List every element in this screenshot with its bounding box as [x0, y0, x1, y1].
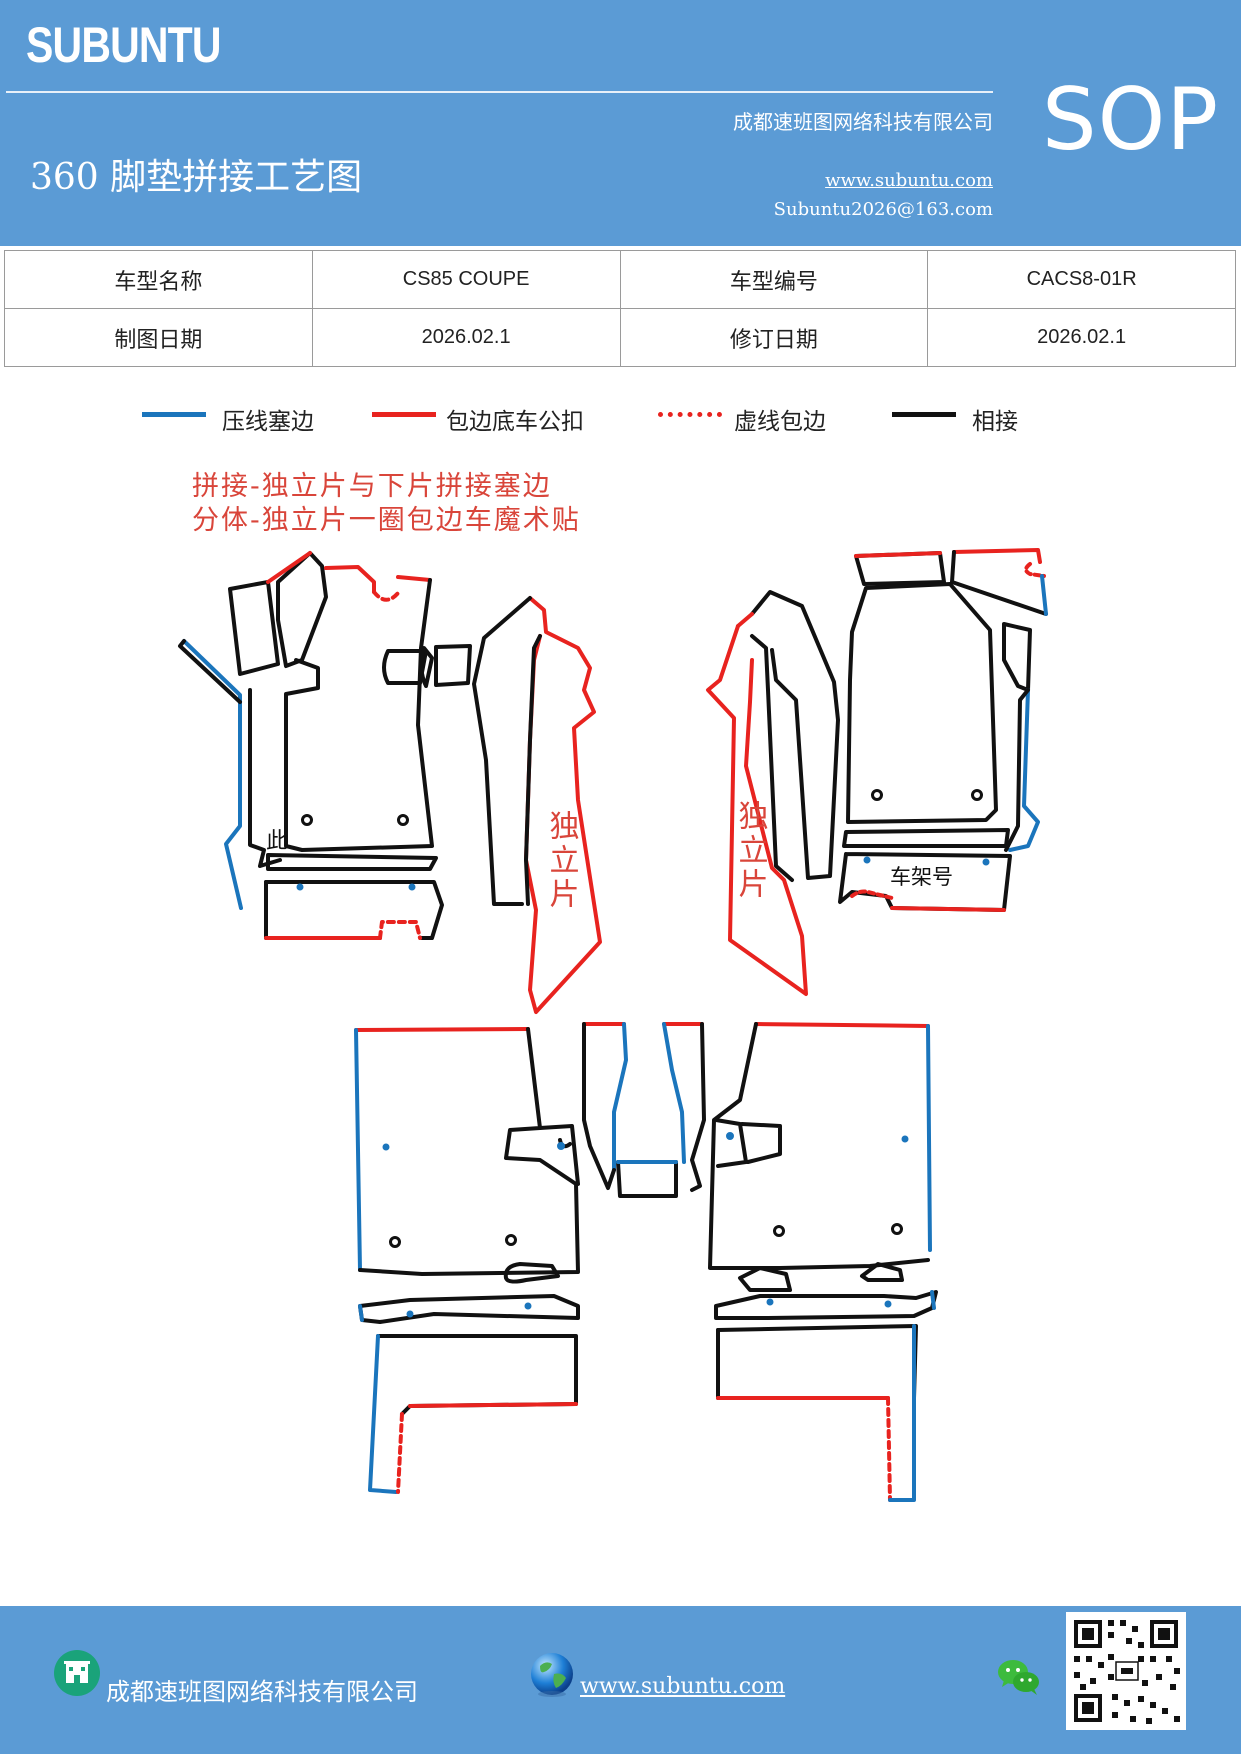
- standalone-label-left: 独立片: [544, 810, 579, 912]
- legend-label: 相接: [972, 409, 1018, 435]
- note-line-2: 分体-独立片一圈包边车魔术贴: [192, 505, 581, 536]
- footer-banner: 成都速班图网络科技有限公司 www.subuntu.com: [0, 1606, 1241, 1754]
- assembly-note: 拼接-独立片与下片拼接塞边 分体-独立片一圈包边车魔术贴: [192, 470, 581, 538]
- standalone-piece-right: [706, 590, 840, 996]
- vin-label: 车架号: [890, 865, 953, 889]
- legend-swatch-red: [372, 412, 436, 417]
- header-company: 成都速班图网络科技有限公司: [733, 110, 993, 134]
- note-line-1: 拼接-独立片与下片拼接塞边: [192, 471, 552, 502]
- document-title: 360 脚垫拼接工艺图: [30, 157, 363, 198]
- table-row: 车型名称 CS85 COUPE 车型编号 CACS8-01R: [4, 250, 1236, 309]
- model-info-table: 车型名称 CS85 COUPE 车型编号 CACS8-01R 制图日期 2026…: [4, 250, 1236, 367]
- table-row: 制图日期 2026.02.1 修订日期 2026.02.1: [4, 308, 1236, 367]
- legend-swatch-black: [892, 412, 956, 417]
- footer-company: 成都速班图网络科技有限公司: [106, 1678, 418, 1706]
- globe-icon: [531, 1653, 573, 1697]
- draw-date-value: 2026.02.1: [311, 308, 621, 367]
- draw-date-label: 制图日期: [4, 308, 313, 367]
- header-banner: SUBUNTU 成都速班图网络科技有限公司 360 脚垫拼接工艺图 www.su…: [0, 0, 1241, 246]
- rear-right-mat: [708, 1022, 938, 1502]
- standalone-label-right: 独立片: [733, 800, 768, 902]
- center-tunnel-piece: [582, 1022, 706, 1198]
- building-icon: [54, 1650, 100, 1696]
- rear-left-mat: [354, 1027, 580, 1494]
- footer-website-link[interactable]: www.subuntu.com: [580, 1674, 786, 1699]
- model-name-value: CS85 COUPE: [311, 250, 621, 309]
- model-code-value: CACS8-01R: [927, 250, 1236, 309]
- legend-swatch-blue: [142, 412, 206, 417]
- revise-date-label: 修订日期: [619, 308, 929, 367]
- legend-label: 包边底车公扣: [446, 409, 584, 435]
- floor-mat-diagram: 此 独立片 独立片 车架号: [178, 548, 1048, 1502]
- front-right-mat: [838, 548, 1048, 912]
- line-legend: 压线塞边 包边底车公扣 虚线包边 相接: [0, 398, 1241, 442]
- brand-logo: SUBUNTU: [26, 17, 222, 73]
- wechat-icon[interactable]: [996, 1656, 1042, 1698]
- front-left-mat: [178, 551, 472, 940]
- header-website-link[interactable]: www.subuntu.com: [825, 170, 993, 191]
- sop-label: SOP: [1042, 70, 1220, 170]
- qr-code-icon: [1066, 1612, 1186, 1730]
- legend-label: 虚线包边: [734, 409, 826, 435]
- legend-label: 压线塞边: [222, 409, 314, 435]
- side-mark-label: 此: [266, 829, 288, 854]
- header-email: Subuntu2026@163.com: [773, 199, 993, 220]
- legend-swatch-red-dotted: [658, 412, 722, 417]
- revise-date-value: 2026.02.1: [927, 308, 1236, 367]
- model-name-label: 车型名称: [4, 250, 313, 309]
- model-code-label: 车型编号: [619, 250, 929, 309]
- header-divider: [6, 91, 993, 93]
- standalone-piece-left: [472, 596, 602, 1014]
